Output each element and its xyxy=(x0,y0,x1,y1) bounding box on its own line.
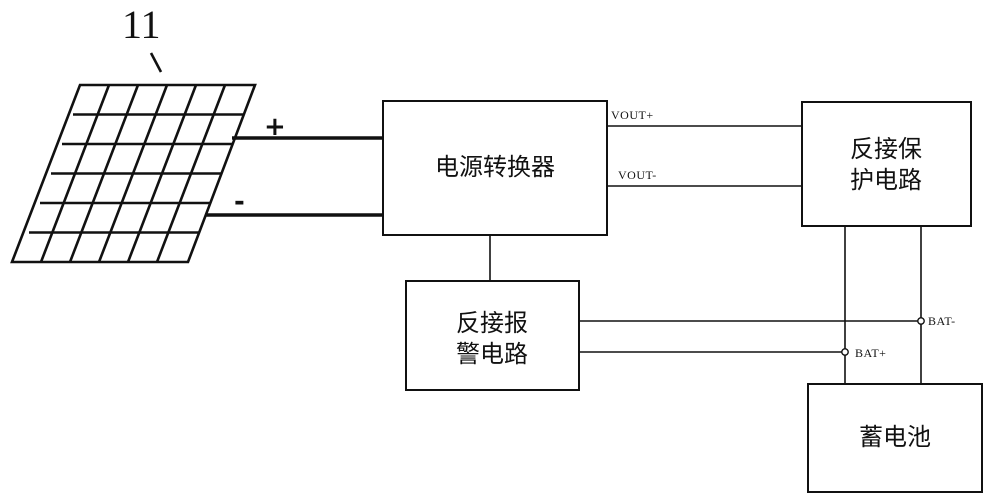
solar-panel-grid-line xyxy=(39,84,111,263)
minus-terminal-label: - xyxy=(234,187,245,217)
reverse-alarm-label-line2: 警电路 xyxy=(456,340,528,368)
reverse-alarm-block xyxy=(405,280,580,391)
solar-panel-outline xyxy=(10,83,257,264)
solar-panel xyxy=(10,83,257,264)
power-converter-label: 电源转换器 xyxy=(435,153,555,181)
reference-leader-line xyxy=(149,52,163,73)
power-converter-block xyxy=(382,100,608,236)
vout-minus-label: VOUT- xyxy=(618,168,657,182)
reverse-protection-label-line1: 反接保 xyxy=(850,135,922,163)
reverse-protection-block xyxy=(801,101,972,227)
vout-plus-label: VOUT+ xyxy=(611,108,654,122)
solar-panel-grid-line xyxy=(155,84,227,263)
bat-plus-junction xyxy=(841,348,849,356)
bat-minus-junction xyxy=(917,317,925,325)
solar-panel-grid-line xyxy=(97,84,169,263)
battery-block xyxy=(807,383,983,493)
solar-panel-grid-line xyxy=(126,84,198,263)
bat-minus-label: BAT- xyxy=(928,314,956,328)
battery-label: 蓄电池 xyxy=(859,423,931,451)
reverse-protection-label-line2: 护电路 xyxy=(850,166,922,194)
reverse-alarm-label-line1: 反接报 xyxy=(456,309,528,337)
plus-terminal-label: + xyxy=(264,112,286,142)
bat-plus-label: BAT+ xyxy=(855,346,886,360)
solar-panel-grid-line xyxy=(68,84,140,263)
reference-number: 11 xyxy=(122,2,161,47)
